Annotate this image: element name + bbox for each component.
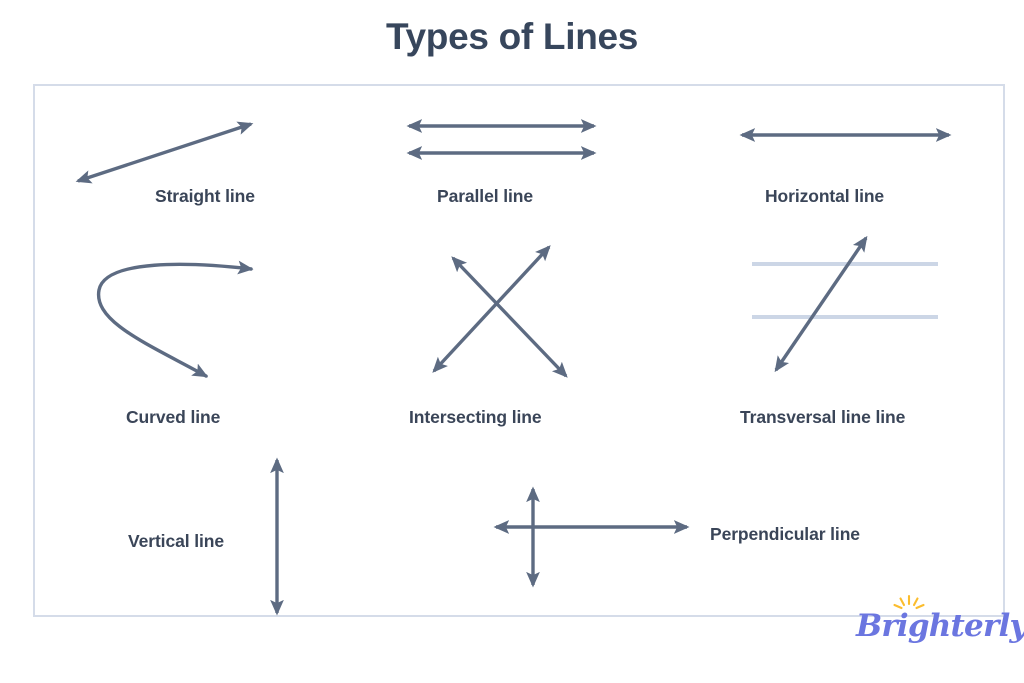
diagram-frame (33, 84, 1005, 617)
figure-label-intersecting-line: Intersecting line (409, 407, 542, 427)
figure-label-transversal-line: Transversal line line (740, 407, 906, 427)
figure-label-curved-line: Curved line (126, 407, 221, 427)
brand-wordmark: Brighterly (856, 608, 1024, 644)
figure-label-straight-line: Straight line (155, 186, 255, 206)
figure-label-vertical-line: Vertical line (128, 531, 224, 551)
page-title: Types of Lines (385, 16, 639, 57)
sunburst-icon (893, 594, 925, 610)
figure-label-perpendicular-line: Perpendicular line (710, 524, 860, 544)
brand-logo: Brighterly (856, 594, 1024, 652)
figure-label-parallel-line: Parallel line (437, 186, 533, 206)
figure-label-horizontal-line: Horizontal line (765, 186, 885, 206)
